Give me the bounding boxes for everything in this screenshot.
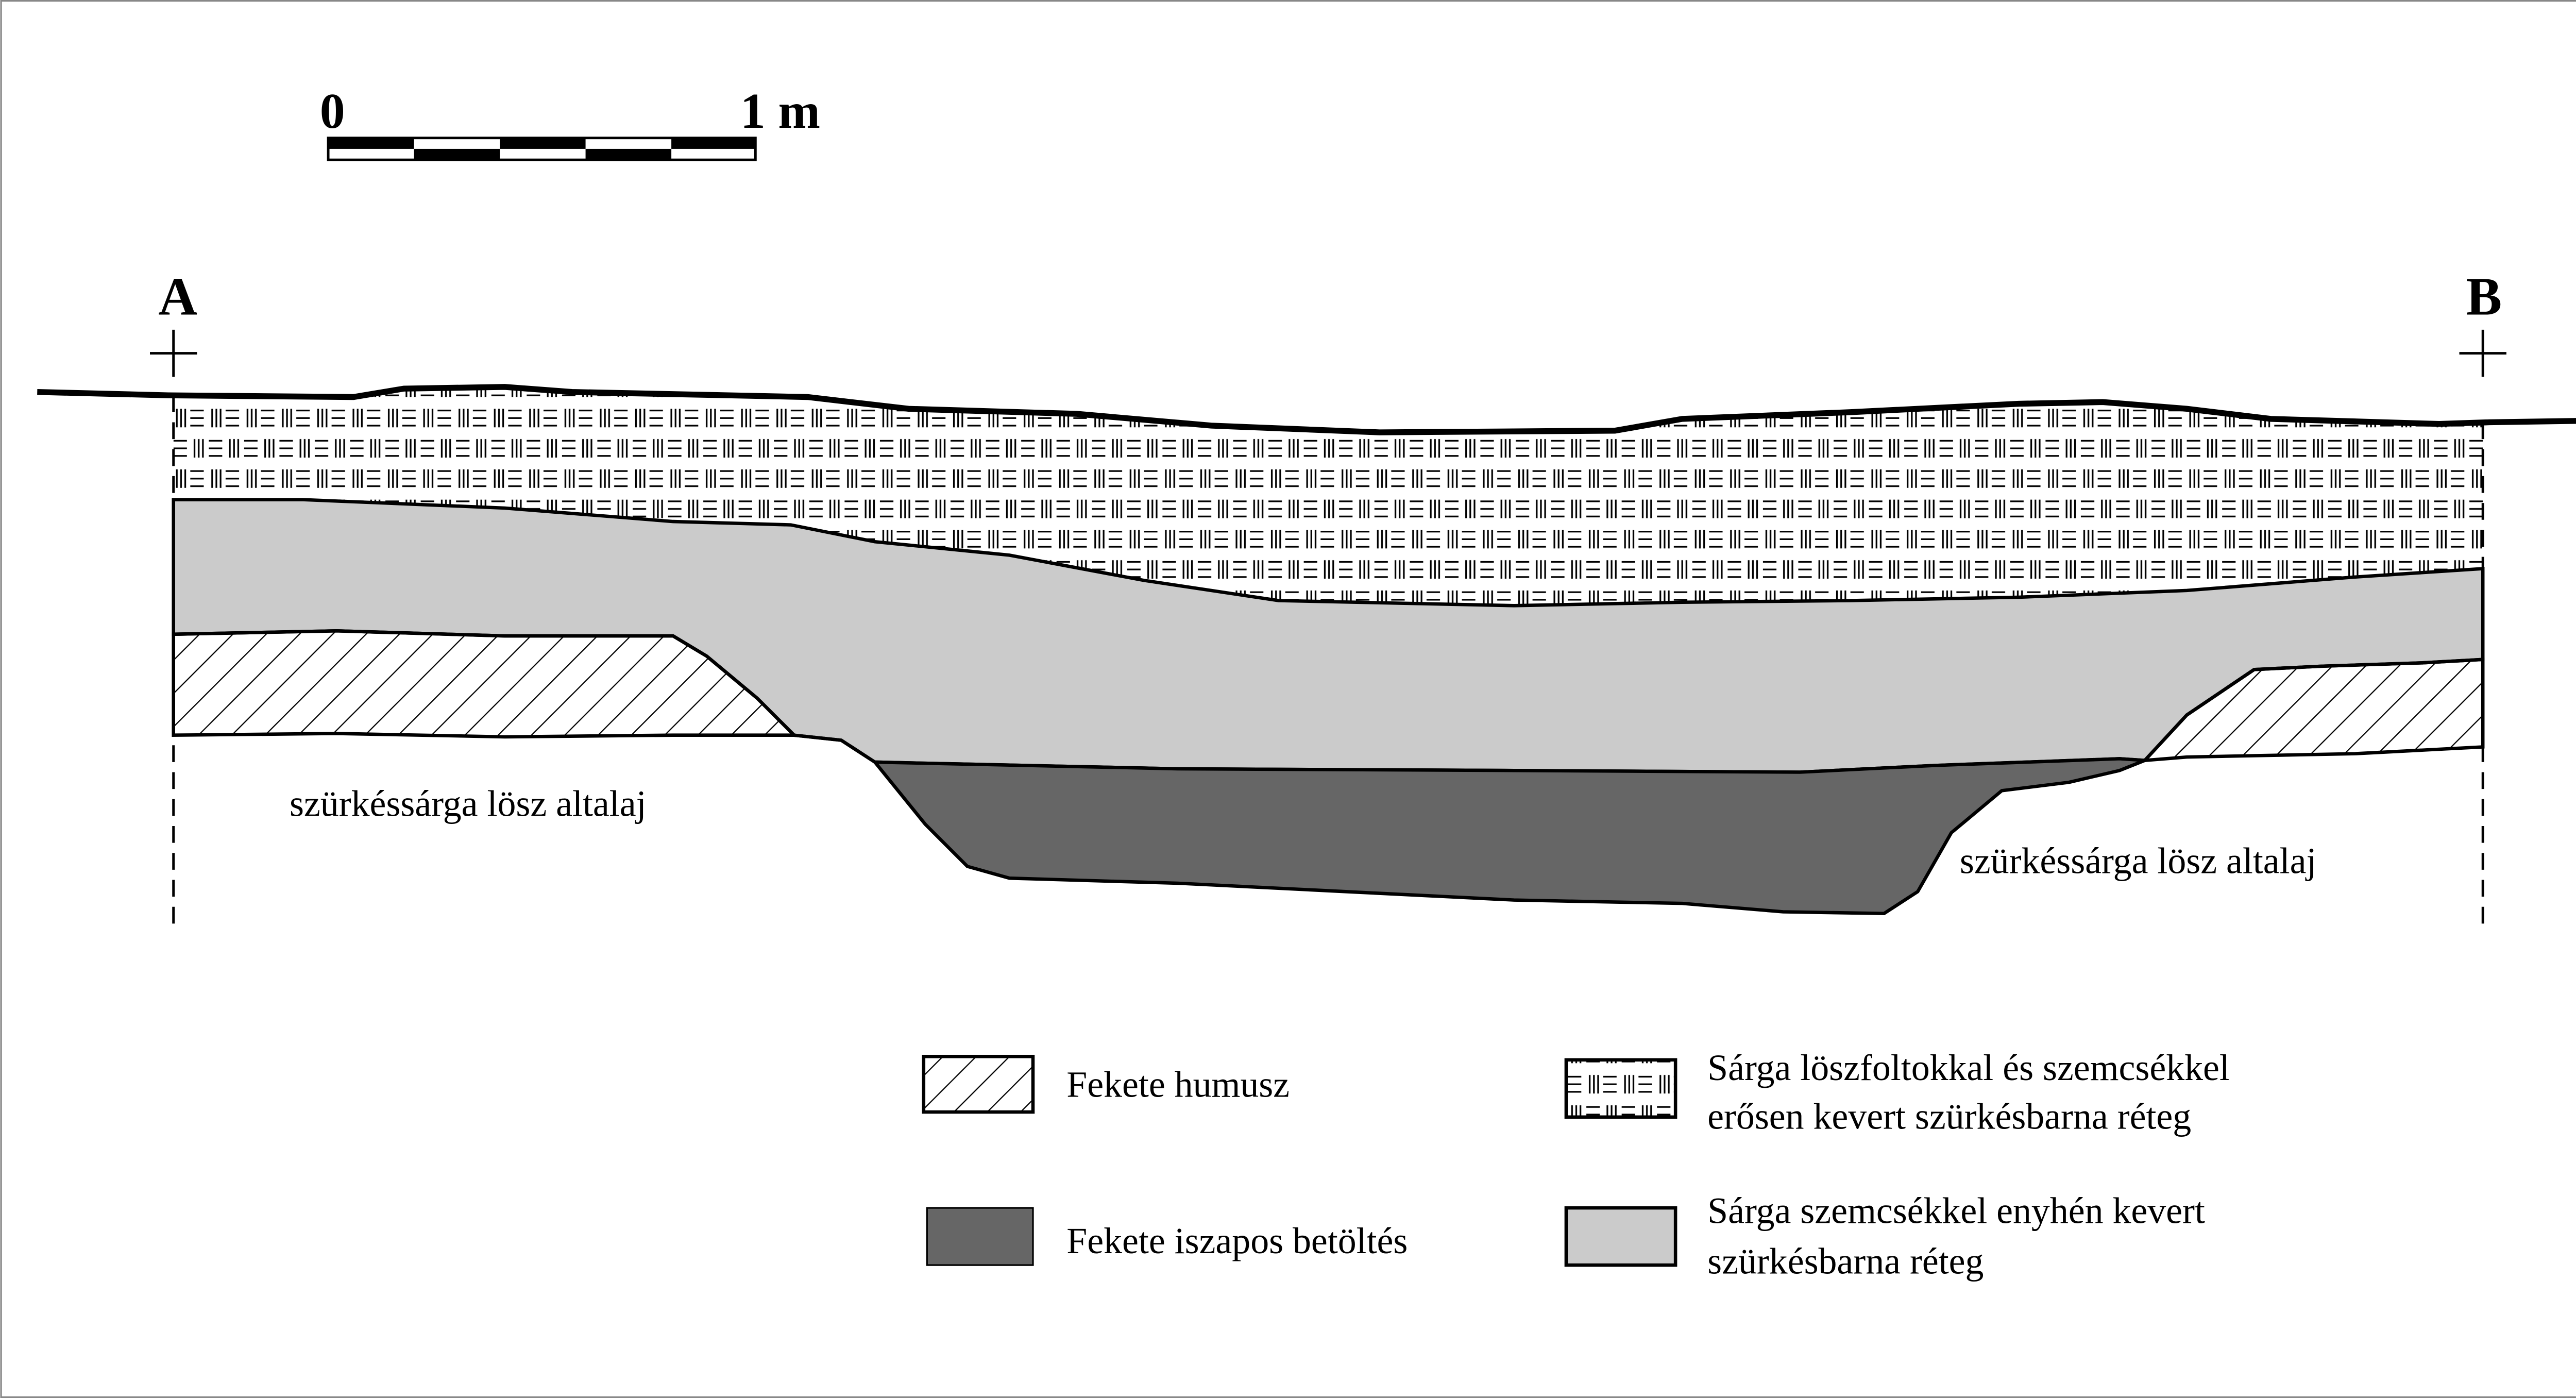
legend-swatch-humus	[922, 1054, 1035, 1114]
strong-mix-layer	[173, 386, 2483, 606]
legend-label-humus: Fekete humusz	[1066, 1064, 1290, 1105]
legend-label-silt: Fekete iszapos betöltés	[1066, 1220, 1408, 1261]
legend: Fekete humusz Fekete iszapos betöltés Sá…	[922, 1047, 2230, 1282]
scale-end-label: 1 m	[740, 83, 820, 139]
legend-swatch-strong-mix	[1564, 1058, 1677, 1119]
point-b-cross-icon	[2459, 329, 2506, 377]
legend-label-light-mix-1: Sárga szemcsékkel enyhén kevert	[1707, 1190, 2205, 1231]
ground-surface	[37, 384, 2576, 435]
point-a-label: A	[158, 267, 197, 327]
legend-swatch-light-mix	[1564, 1206, 1677, 1267]
subsoil-label-left: szürkéssárga lösz altalaj	[290, 783, 647, 824]
point-a-cross-icon	[150, 329, 197, 377]
point-b-label: B	[2466, 267, 2502, 327]
scale-bar: 0 1 m	[320, 83, 820, 161]
humus-layer-right	[2140, 658, 2485, 763]
subsoil-boundary	[794, 733, 876, 764]
silt-fill-layer	[871, 757, 2146, 916]
legend-swatch-silt	[926, 1207, 1034, 1266]
legend-label-strong-mix-1: Sárga löszfoltokkal és szemcsékkel	[1707, 1047, 2230, 1088]
humus-layer-left	[172, 629, 799, 739]
scale-start-label: 0	[320, 83, 345, 139]
legend-label-light-mix-2: szürkésbarna réteg	[1707, 1240, 1984, 1282]
legend-label-strong-mix-2: erősen kevert szürkésbarna réteg	[1707, 1096, 2191, 1137]
subsoil-label-right: szürkéssárga lösz altalaj	[1960, 840, 2317, 881]
